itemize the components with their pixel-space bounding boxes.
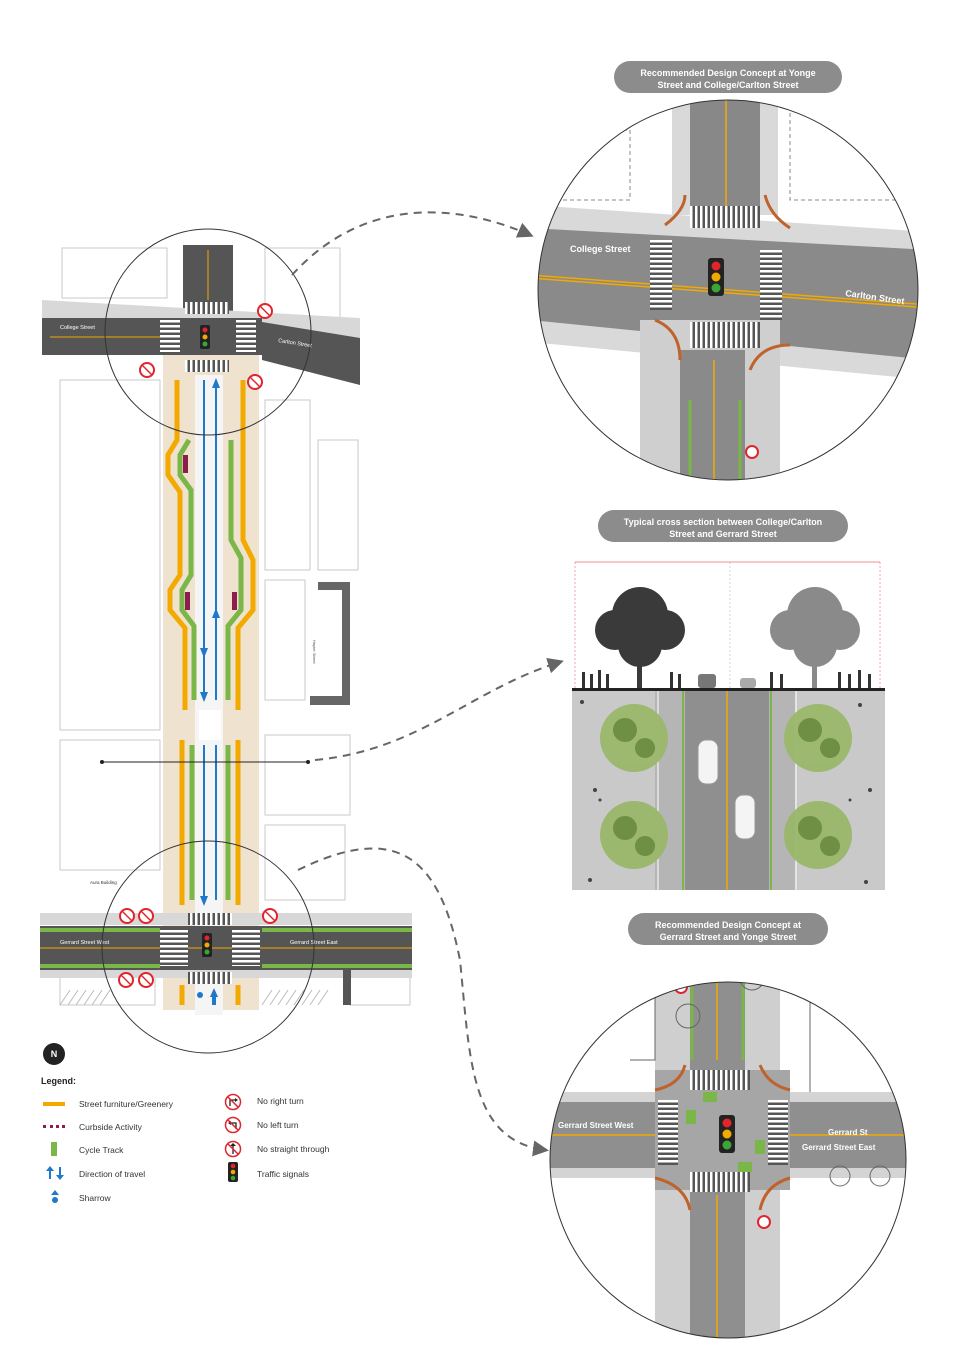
no-straight-through-icon xyxy=(224,1140,242,1158)
legend-label-no-straight-through: No straight through xyxy=(257,1144,330,1154)
callout-middle-title: Typical cross section between College/Ca… xyxy=(598,510,848,542)
side-street-label: Hayter Street xyxy=(312,640,317,664)
north-arrow-icon: N xyxy=(43,1043,65,1065)
legend-label-direction: Direction of travel xyxy=(79,1169,146,1179)
north-label: N xyxy=(50,1049,58,1059)
college-intersection-detail: College Street Carlton Street xyxy=(538,100,918,480)
building-label: Aura Building xyxy=(90,880,117,885)
traffic-signal-icon xyxy=(202,933,212,957)
legend-label-street-furniture: Street furniture/Greenery xyxy=(79,1099,174,1109)
legend-label-cycle-track: Cycle Track xyxy=(79,1145,124,1155)
direction-arrows-icon xyxy=(46,1166,64,1180)
no-right-turn-icon xyxy=(745,445,759,459)
callout-top-title: Recommended Design Concept at Yonge Stre… xyxy=(614,61,842,93)
gerrard-west-detail-label: Gerrard Street West xyxy=(558,1121,634,1130)
building-outlines xyxy=(59,247,411,1006)
no-right-turn-icon xyxy=(224,1093,242,1111)
cross-section-detail xyxy=(572,553,885,890)
gerrard-west-label: Gerrard Street West xyxy=(60,940,110,946)
college-detail-label: College Street xyxy=(570,244,631,254)
gerrard-east-detail-label: Gerrard Street East xyxy=(802,1143,876,1152)
legend-label-traffic-signals: Traffic signals xyxy=(257,1169,309,1179)
legend-label-curbside-activity: Curbside Activity xyxy=(79,1122,142,1132)
carlton-street-label: Carlton Street xyxy=(278,338,313,349)
callout-bottom-title: Recommended Design Concept at Gerrard St… xyxy=(628,913,828,945)
orange-bar-icon xyxy=(43,1102,65,1106)
traffic-signal-icon xyxy=(200,325,210,349)
legend-label-no-left-turn: No left turn xyxy=(257,1120,299,1130)
no-right-turn-icon xyxy=(757,1215,771,1229)
gerrard-intersection-detail: Gerrard Street West Gerrard Street East … xyxy=(550,982,906,1338)
sharrow-icon xyxy=(51,1190,59,1203)
cycle-track-icon xyxy=(51,1142,57,1156)
curbside-activity-icon xyxy=(43,1125,65,1131)
no-left-turn-icon xyxy=(224,1116,242,1134)
college-street-label: College Street xyxy=(60,325,95,331)
legend-label-no-right-turn: No right turn xyxy=(257,1096,304,1106)
traffic-signal-icon xyxy=(228,1162,238,1182)
legend-title: Legend: xyxy=(41,1076,76,1086)
legend-label-sharrow: Sharrow xyxy=(79,1193,111,1203)
gerrard-east-short-label: Gerrard St xyxy=(828,1128,868,1137)
